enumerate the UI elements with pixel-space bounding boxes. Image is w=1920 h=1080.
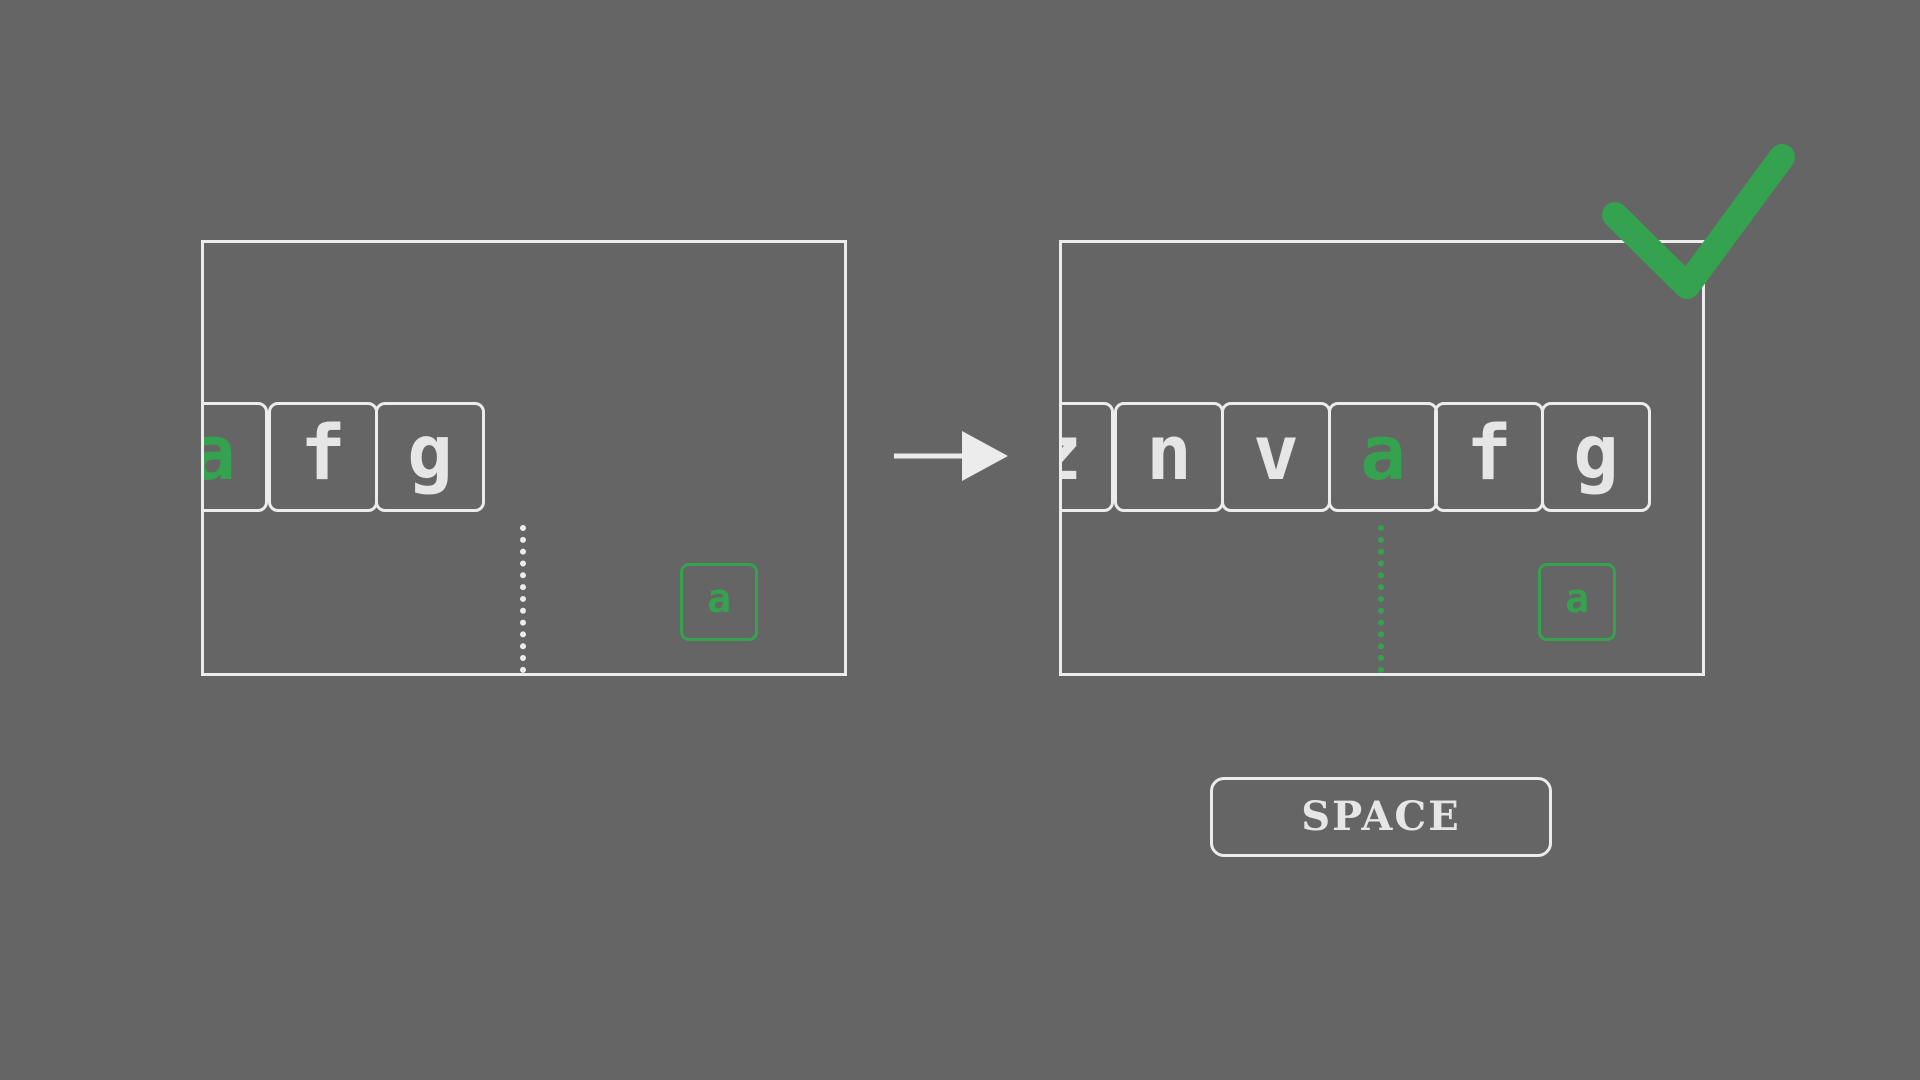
letter-tile: f: [1434, 402, 1544, 512]
target-letter-box: a: [1538, 563, 1616, 641]
right-arrow-icon: [894, 431, 1008, 481]
before-panel: a f g a: [201, 240, 847, 676]
letter-tile: z: [1062, 402, 1114, 512]
space-key: SPACE: [1210, 777, 1552, 857]
letter-tile: f: [268, 402, 378, 512]
position-marker: [1378, 525, 1384, 673]
letter-tile: g: [1541, 402, 1651, 512]
letter-tile: a: [204, 402, 268, 512]
letter-tile: g: [375, 402, 485, 512]
letter-tile: v: [1221, 402, 1331, 512]
position-marker: [520, 525, 526, 673]
letter-tile: n: [1114, 402, 1224, 512]
letter-tile: a: [1328, 402, 1438, 512]
after-panel: z n v a f g a: [1059, 240, 1705, 676]
checkmark-icon: [1602, 144, 1795, 299]
target-letter-box: a: [680, 563, 758, 641]
